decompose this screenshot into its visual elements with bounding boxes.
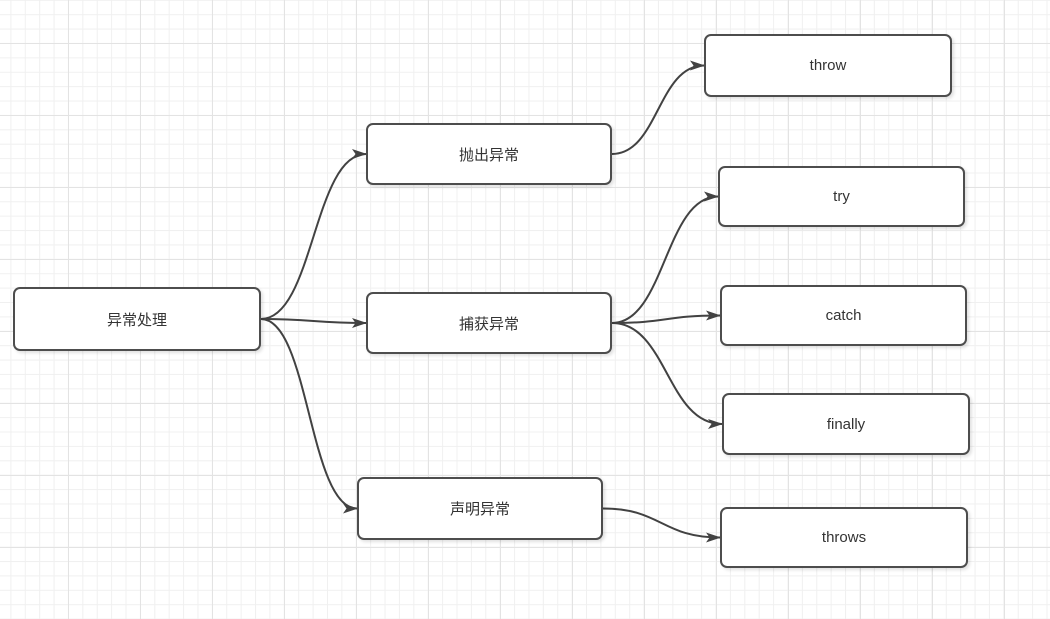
node-label-try: try — [833, 188, 850, 205]
node-catch[interactable]: catch — [720, 285, 967, 346]
node-label-throw: throw — [809, 57, 847, 74]
node-finally[interactable]: finally — [722, 393, 970, 455]
node-try[interactable]: try — [718, 166, 965, 227]
node-label-throws: throws — [821, 529, 867, 546]
node-label-declare-exception: 声明异常 — [449, 501, 510, 518]
node-catch-exception[interactable]: 捕获异常 — [366, 292, 612, 354]
node-label-throw-exception: 抛出异常 — [458, 146, 519, 164]
node-label-catch: catch — [825, 307, 862, 324]
node-label-catch-exception: 捕获异常 — [458, 315, 519, 333]
edge-catch-exception-to-finally — [611, 322, 723, 429]
node-throw-exception[interactable]: 抛出异常 — [366, 123, 612, 185]
node-label-finally: finally — [826, 415, 866, 433]
edge-declare-exception-to-throws — [602, 507, 721, 543]
node-throws[interactable]: throws — [720, 507, 968, 568]
edge-root-to-declare-exception — [260, 318, 358, 514]
edge-throw-exception-to-throw — [611, 60, 705, 155]
edge-catch-exception-to-try — [611, 191, 719, 324]
edge-catch-exception-to-catch — [611, 310, 721, 324]
node-declare-exception[interactable]: 声明异常 — [357, 477, 603, 540]
edge-root-to-throw-exception — [260, 149, 367, 320]
node-throw[interactable]: throw — [704, 34, 952, 97]
node-label-root: 异常处理 — [106, 311, 167, 329]
node-root[interactable]: 异常处理 — [13, 287, 261, 351]
edge-root-to-catch-exception — [260, 317, 367, 328]
